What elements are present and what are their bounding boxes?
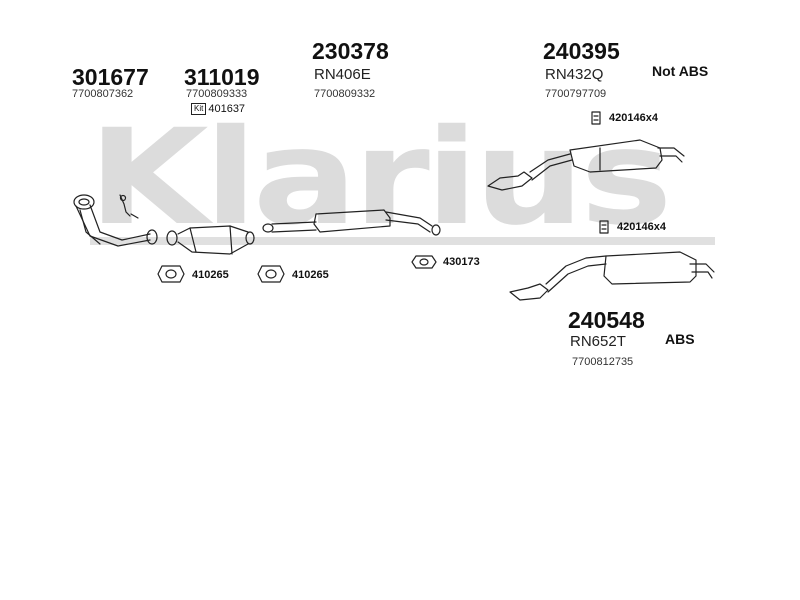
gasket-icon[interactable] [257, 265, 285, 283]
gasket-icon[interactable] [411, 255, 437, 269]
gasket-label-1[interactable]: 410265 [192, 269, 229, 281]
oe-number-311019: 7700809333 [186, 88, 248, 100]
oe-number-240395: 7700797709 [545, 88, 607, 100]
note-not-abs: Not ABS [652, 63, 709, 79]
mount-label-lower[interactable]: 420146x4 [617, 221, 666, 233]
kit-number: 401637 [208, 103, 246, 115]
front-pipe-icon[interactable] [73, 194, 158, 247]
rubber-mount-icon[interactable] [599, 220, 609, 234]
part-number-230378[interactable]: 230378 [312, 38, 389, 64]
part-number-311019[interactable]: 311019 [184, 64, 260, 90]
watermark-underline [90, 237, 715, 245]
part-number-240395[interactable]: 240395 [543, 38, 620, 64]
part-number-301677[interactable]: 301677 [72, 64, 149, 90]
ref-code-240548: RN652T [570, 333, 626, 350]
catalytic-converter-icon[interactable] [166, 225, 255, 255]
watermark-logo: Klarius [88, 101, 673, 255]
oe-number-230378: 7700809332 [314, 88, 376, 100]
gasket-label-3[interactable]: 430173 [443, 256, 480, 268]
gasket-label-2[interactable]: 410265 [292, 269, 329, 281]
mount-label-upper[interactable]: 420146x4 [609, 112, 658, 124]
ref-code-240395: RN432Q [545, 66, 604, 83]
part-number-240548[interactable]: 240548 [568, 307, 645, 333]
rubber-mount-icon[interactable] [591, 111, 601, 125]
oe-number-240548: 7700812735 [572, 356, 634, 368]
rear-silencer-icon[interactable] [487, 139, 685, 191]
gasket-icon[interactable] [157, 265, 185, 283]
kit-reference: Kit 401637 [191, 103, 245, 115]
note-abs: ABS [665, 331, 695, 347]
centre-silencer-icon[interactable] [262, 209, 441, 236]
rear-silencer-icon-abs[interactable] [509, 251, 715, 301]
oe-number-301677: 7700807362 [72, 88, 134, 100]
kit-label: Kit [191, 103, 207, 115]
ref-code-230378: RN406E [314, 66, 371, 83]
